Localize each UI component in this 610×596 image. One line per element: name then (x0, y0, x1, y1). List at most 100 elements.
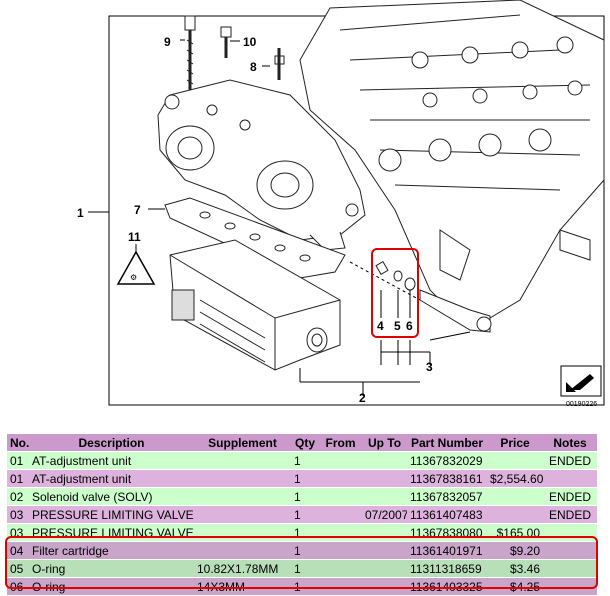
cell-notes (543, 523, 597, 542)
svg-text:⚙: ⚙ (130, 273, 137, 282)
cell-supplement (194, 469, 291, 488)
cell-from (319, 577, 362, 596)
callout-10: 10 (243, 35, 257, 49)
cell-no: 05 (7, 559, 29, 578)
cell-part-number: 11367838080 (407, 523, 487, 542)
cell-supplement (194, 487, 291, 506)
cell-no: 03 (7, 505, 29, 524)
callout-11: 11 (128, 230, 141, 244)
cell-supplement (194, 523, 291, 542)
callout-3: 3 (426, 360, 433, 374)
cell-supplement: 10.82X1.78MM (194, 559, 291, 578)
callout-1: 1 (77, 206, 84, 220)
header-from: From (319, 434, 362, 452)
cell-description: PRESSURE LIMITING VALVE (29, 523, 194, 542)
cell-up-to (362, 541, 407, 560)
cell-qty: 1 (291, 469, 319, 488)
cell-up-to (362, 451, 407, 470)
cell-up-to (362, 469, 407, 488)
cylinder-head-drawing (299, 0, 605, 331)
header-supplement: Supplement (194, 434, 291, 452)
cell-part-number: 11311318659 (407, 559, 487, 578)
gasket-7-drawing (164, 197, 346, 279)
direction-arrow-icon (560, 365, 602, 397)
cell-qty: 1 (291, 451, 319, 470)
valve-housing-drawing (157, 79, 366, 251)
header-no: No. (7, 434, 29, 452)
cell-supplement (194, 541, 291, 560)
cell-up-to (362, 523, 407, 542)
cell-qty: 1 (291, 559, 319, 578)
cell-notes: ENDED (543, 451, 597, 470)
cell-price: $165.00 (487, 523, 543, 542)
cell-supplement: 14X3MM (194, 577, 291, 596)
cell-no: 01 (7, 469, 29, 488)
cell-from (319, 541, 362, 560)
callout-2: 2 (359, 391, 366, 405)
cell-notes: ENDED (543, 505, 597, 524)
cell-up-to: 07/2007 (362, 505, 407, 524)
header-up-to: Up To (362, 434, 407, 452)
cell-price (487, 505, 543, 524)
cell-from (319, 487, 362, 506)
cell-part-number: 11367832029 (407, 451, 487, 470)
table-row: 02 Solenoid valve (SOLV) 1 11367832057 E… (7, 487, 597, 506)
cell-up-to (362, 487, 407, 506)
cell-part-number: 11367832057 (407, 487, 487, 506)
cell-supplement (194, 505, 291, 524)
cell-notes: ENDED (543, 487, 597, 506)
cell-price (487, 451, 543, 470)
cell-no: 02 (7, 487, 29, 506)
table-row: 01 AT-adjustment unit 1 11367838161 $2,5… (7, 469, 597, 488)
callout-9: 9 (164, 35, 171, 49)
header-description: Description (29, 434, 194, 452)
callout-6: 6 (406, 319, 413, 333)
cell-price: $4.25 (487, 577, 543, 596)
cell-part-number: 11361407483 (407, 505, 487, 524)
bolt-10-drawing (220, 26, 232, 58)
cell-supplement (194, 451, 291, 470)
cell-description: O-ring (29, 559, 194, 578)
cell-up-to (362, 577, 407, 596)
image-id: 00190226 (566, 401, 597, 408)
cell-from (319, 559, 362, 578)
callout-4: 4 (377, 319, 384, 333)
callout-8: 8 (250, 60, 257, 74)
cell-price: $2,554.60 (487, 469, 543, 488)
parts-table: No. Description Supplement Qty From Up T… (7, 434, 597, 596)
cell-no: 06 (7, 577, 29, 596)
cell-from (319, 523, 362, 542)
cell-qty: 1 (291, 505, 319, 524)
header-notes: Notes (543, 434, 597, 452)
cell-description: Filter cartridge (29, 541, 194, 560)
cell-from (319, 505, 362, 524)
cell-no: 01 (7, 451, 29, 470)
cell-from (319, 469, 362, 488)
cell-up-to (362, 559, 407, 578)
highlight-box-parts-4-6 (371, 248, 419, 338)
cell-description: AT-adjustment unit (29, 451, 194, 470)
stud-8-drawing (274, 48, 285, 80)
cell-qty: 1 (291, 487, 319, 506)
cell-description: Solenoid valve (SOLV) (29, 487, 194, 506)
table-row: 04 Filter cartridge 1 11361401971 $9.20 (7, 541, 597, 560)
cell-part-number: 11361403325 (407, 577, 487, 596)
cell-qty: 1 (291, 577, 319, 596)
cell-from (319, 451, 362, 470)
cell-notes (543, 577, 597, 596)
solenoid-block-drawing (169, 239, 341, 371)
cell-part-number: 11367838161 (407, 469, 487, 488)
table-header-row: No. Description Supplement Qty From Up T… (7, 434, 597, 452)
cell-description: O-ring (29, 577, 194, 596)
cell-description: PRESSURE LIMITING VALVE (29, 505, 194, 524)
cell-part-number: 11361401971 (407, 541, 487, 560)
bolt-9-drawing (184, 15, 196, 100)
cell-qty: 1 (291, 541, 319, 560)
valve-parts-drawing (375, 260, 492, 333)
cell-price (487, 487, 543, 506)
cell-description: AT-adjustment unit (29, 469, 194, 488)
table-row: 03 PRESSURE LIMITING VALVE 1 07/2007 113… (7, 505, 597, 524)
header-part-number: Part Number (407, 434, 487, 452)
table-row: 01 AT-adjustment unit 1 11367832029 ENDE… (7, 451, 597, 470)
table-row: 06 O-ring 14X3MM 1 11361403325 $4.25 (7, 577, 597, 596)
